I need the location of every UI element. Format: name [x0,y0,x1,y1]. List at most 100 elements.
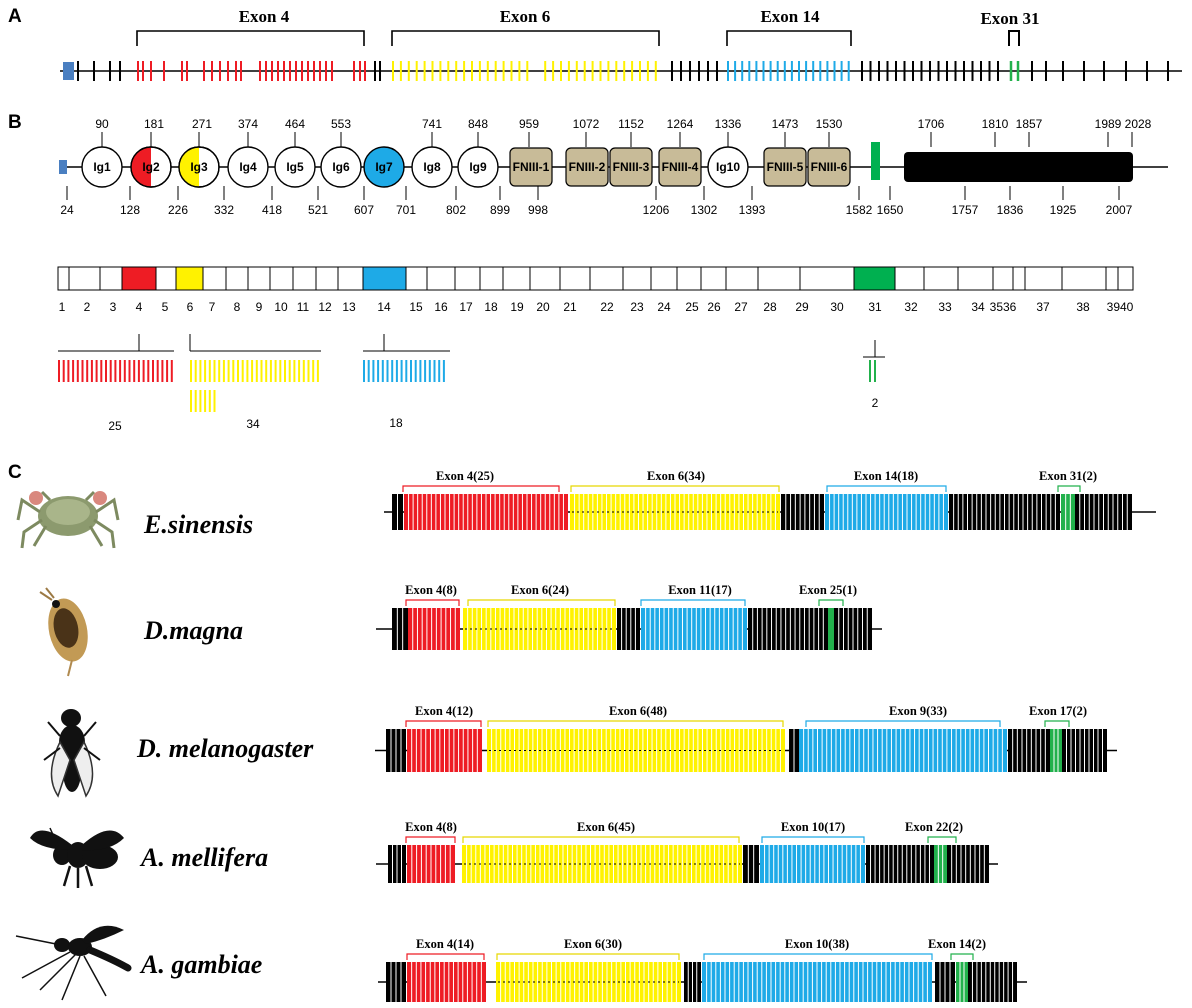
domain-label: Ig8 [423,160,441,174]
domain-fniii-2: FNIII-2 [565,147,609,187]
exon31-block [956,962,968,1002]
position-label: 418 [262,203,282,217]
position-label: 24 [60,203,74,217]
exon-group-bracket [761,836,865,843]
domain-label: Ig5 [286,160,304,174]
variant-count: 18 [389,416,403,430]
position-label: 464 [285,117,305,131]
exon-number-label: 16 [434,300,448,314]
exon-number-label: 21 [563,300,577,314]
exon-map-cell [175,266,204,291]
exon-group-bracket [1044,720,1070,727]
exon-number-label: 14 [377,300,391,314]
exon-number-label: 10 [274,300,288,314]
crab-icon [16,490,120,549]
constitutive-block [1008,729,1050,772]
position-label: 90 [95,117,109,131]
domain-label: FNIII-1 [513,160,550,174]
domain-ig1: Ig1 [81,146,123,188]
domain-label: FNIII-3 [613,160,650,174]
variant-bracket [863,340,885,358]
domain-label: FNIII-4 [662,160,699,174]
position-label: 1530 [816,117,843,131]
constitutive-block [968,962,1017,1002]
exon-group-label: Exon 4(14) [416,937,474,951]
position-label: 998 [528,203,548,217]
exon-number-label: 20 [536,300,550,314]
variant-bracket [363,334,450,352]
exon-map-cell [57,266,70,291]
cytoplasmic-tail [904,152,1133,182]
domain-ig2: Ig2 [130,146,172,188]
exon-map-cell [529,266,561,291]
exon14-block [760,845,865,883]
exon31-block [1050,729,1062,772]
exon-map-cell [121,266,157,291]
exon-group-label: Exon 9(33) [889,704,947,718]
domain-label: Ig4 [239,160,257,174]
position-label: 1152 [618,117,644,131]
domain-label: Ig6 [332,160,350,174]
exon-number-label: 28 [763,300,777,314]
domain-ig5: Ig5 [274,146,316,188]
exon-group-bracket [496,953,680,960]
exon-number-label: 25 [685,300,699,314]
species-rows: Exon 4(25)Exon 6(34)Exon 14(18)Exon 31(2… [375,469,1156,1002]
domain-ig8: Ig8 [411,146,453,188]
domain-fniii-6: FNIII-6 [807,147,851,187]
exon-group-label: Exon 4(8) [405,820,457,834]
exon-number-label: 6 [187,300,194,314]
exon-number-label: 11 [297,300,310,314]
signal-peptide-box [59,160,67,174]
position-label: 2028 [1125,117,1152,131]
exon4-block [408,608,460,650]
constitutive-block [866,845,934,883]
exon31-block [934,845,947,883]
position-label: 607 [354,203,374,217]
exon-number-label: 24 [657,300,671,314]
exon14-block [825,494,948,530]
position-label: 701 [396,203,416,217]
exon-group-bracket [927,836,957,843]
exon-number-label: 30 [830,300,844,314]
position-label: 1206 [643,203,670,217]
exon-map-cell [923,266,959,291]
species-row: Exon 4(12)Exon 6(48)Exon 9(33)Exon 17(2) [375,704,1117,772]
exon31-header: Exon 31 [980,9,1039,28]
exon-number-label: 18 [484,300,498,314]
constitutive-block [947,845,989,883]
exon-group-bracket [487,720,784,727]
variant-count: 2 [872,396,879,410]
exon-map-cell [757,266,801,291]
exon-number-label: 31 [868,300,882,314]
exon-map-cell [405,266,428,291]
position-label: 271 [192,117,212,131]
exon-map-cell [1012,266,1026,291]
exon-number-label: 34 [971,300,985,314]
domain-fniii-5: FNIII-5 [763,147,807,187]
domain-label: FNIII-2 [569,160,606,174]
constitutive-block [617,608,640,650]
exon-group-bracket [640,599,746,606]
species-name-a-gambiae: A. gambiae [139,950,262,979]
exon-group-bracket [462,836,740,843]
exon-map-cell [725,266,759,291]
variant-count: 25 [108,419,122,433]
position-label: 802 [446,203,466,217]
exon-map-cell [799,266,855,291]
species-name-e-sinensis: E.sinensis [143,510,253,539]
exon-number-label: 38 [1076,300,1090,314]
exon-map-cell [315,266,339,291]
exon-group-label: Exon 25(1) [799,583,857,597]
exon6-bracket [391,30,660,46]
domain-label: Ig1 [93,160,111,174]
exon4-header: Exon 4 [239,7,290,26]
exon-map-cell [589,266,624,291]
exon-number-label: 1 [59,300,66,314]
exon-map-cell [225,266,249,291]
exon-ticks [77,61,1169,81]
exon-map-cell [292,266,317,291]
exon-number-label: 15 [409,300,423,314]
exon-number-label: 5 [162,300,169,314]
exon-group-label: Exon 4(12) [415,704,473,718]
